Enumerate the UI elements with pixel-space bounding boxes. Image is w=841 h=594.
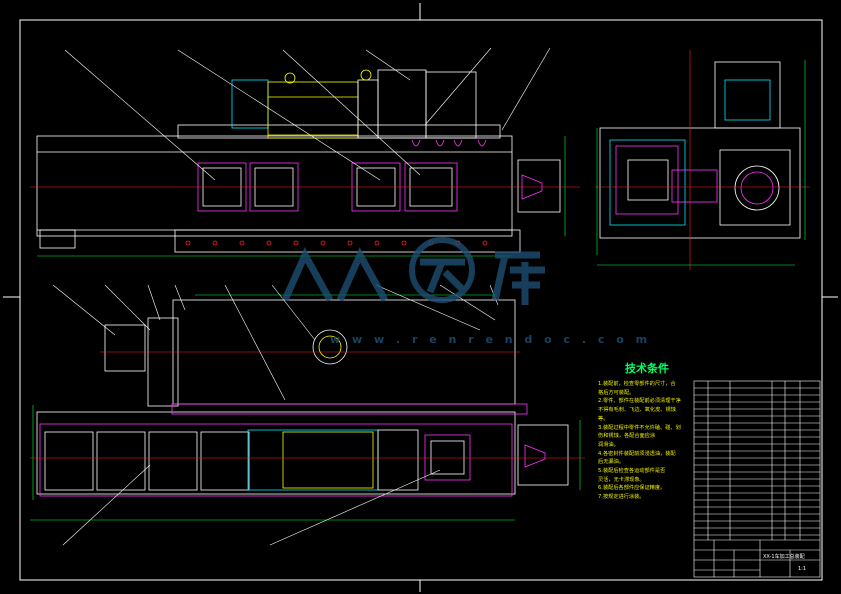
leader-lines-bottom (52, 284, 499, 546)
tech-note-line: 5.装配后检查各运动部件是否 (598, 468, 666, 475)
front-view (36, 69, 566, 257)
title-block-drawing-name: XX-1车加工总装配 (763, 554, 805, 560)
tech-note-line: 4.各密封件装配前须浸透油，装配 (598, 450, 676, 457)
plan-bed-windows (44, 431, 250, 491)
leader-lines-top (64, 47, 551, 181)
tool-holders (411, 139, 487, 147)
tech-note-line: 1.装配前，检查零部件的尺寸，合 (598, 381, 676, 387)
watermark-logo (281, 237, 545, 305)
title-block-scale: 1:1 (798, 566, 807, 572)
sheet-frame (3, 3, 838, 592)
tech-note-line: 格后方可装配。 (598, 389, 635, 396)
parts-list (693, 380, 821, 578)
tech-note-line: 3.装配过程中零件不允许磕、碰、划 (598, 424, 681, 431)
side-view (595, 50, 810, 270)
tech-requirements-heading: 技术条件 (625, 362, 669, 375)
tech-note-line: 不得有毛刺、飞边、氧化皮、锈蚀 (598, 407, 676, 414)
tech-note-line: 7.按规定进行涂装。 (598, 494, 645, 501)
tech-note-line: 伤和锈蚀，各配合面应涂 (598, 433, 656, 440)
tech-note-line: 6.装配后各部件应保证精度。 (598, 485, 666, 492)
tech-note-line: 润滑油。 (598, 441, 619, 448)
parts-list-rows (694, 387, 820, 536)
tech-note-line: 2.零件、部件在装配前必须清理干净 (598, 398, 681, 405)
tech-note-line: 灵活，无卡滞现象。 (598, 476, 645, 483)
tech-note-line: 等。 (598, 415, 609, 422)
watermark-url: w w w . r e n r e n d o c . c o m (330, 333, 652, 346)
plan-view (30, 294, 581, 521)
tech-requirements-notes: 1.装配前，检查零部件的尺寸，合 格后方可装配。 2.零件、部件在装配前必须清理干… (598, 380, 690, 502)
tech-note-line: 后无漏油。 (598, 459, 624, 466)
